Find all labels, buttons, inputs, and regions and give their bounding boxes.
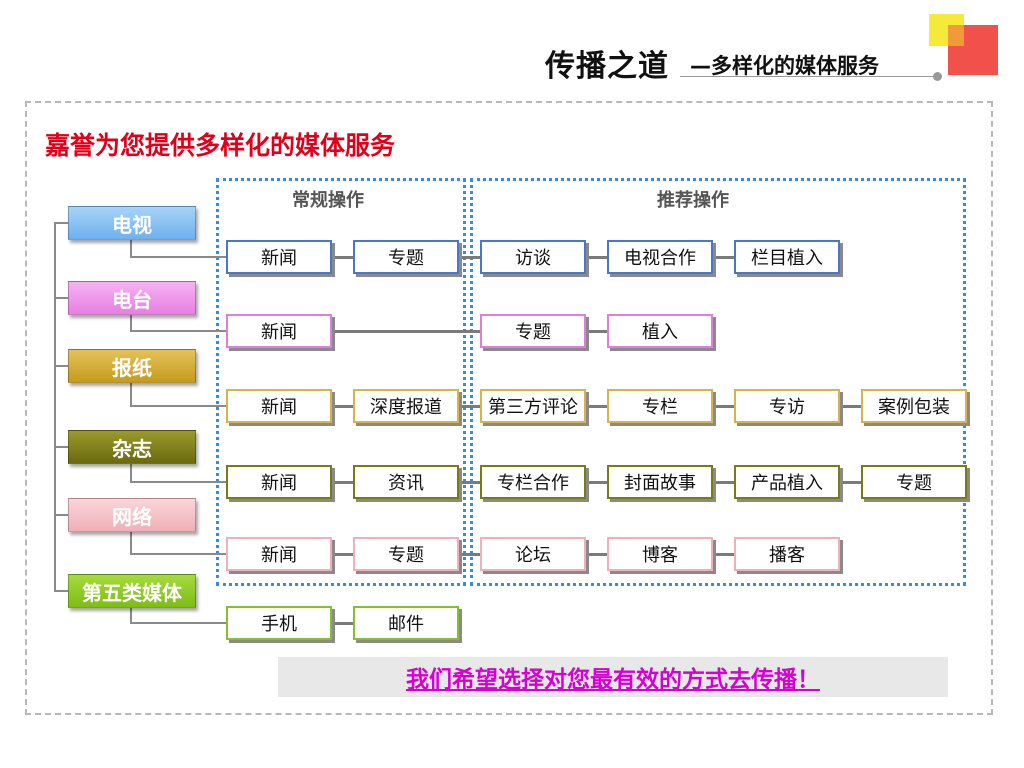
- magazine-item: 产品植入: [734, 465, 840, 499]
- row-radio-connector: [332, 330, 480, 333]
- page-title: 传播之道: [545, 49, 669, 84]
- row-magazine-connector: [586, 481, 607, 484]
- media-radio: 电台: [68, 281, 196, 315]
- title-underline-dot: [933, 72, 942, 81]
- row-paper-connector: [840, 405, 861, 408]
- media-tv: 电视: [68, 206, 196, 240]
- magazine-item: 封面故事: [607, 465, 713, 499]
- magazine-item: 专栏合作: [480, 465, 586, 499]
- newspaper-item: 专访: [734, 389, 840, 423]
- header-decoration-overlap: [948, 25, 964, 46]
- row-network-connector: [586, 553, 607, 556]
- row-paper-connector: [713, 405, 734, 408]
- elbow-network-horizontal: [130, 553, 226, 555]
- newspaper-item: 案例包装: [861, 389, 967, 423]
- elbow-radio-vertical: [130, 314, 132, 332]
- row-magazine-connector: [332, 481, 353, 484]
- tree-branch-paper: [54, 365, 68, 367]
- newspaper-item: 第三方评论: [480, 389, 586, 423]
- footer-message: 我们希望选择对您最有效的方式去传播！: [406, 667, 820, 693]
- elbow-network-vertical: [130, 531, 132, 555]
- media-network: 网络: [68, 498, 196, 532]
- row-tv-connector: [586, 256, 607, 259]
- row-fifth-connector: [332, 622, 353, 625]
- row-paper-connector: [459, 405, 480, 408]
- media-fifth-category: 第五类媒体: [68, 574, 196, 608]
- tv-item: 栏目植入: [734, 240, 840, 274]
- elbow-fifth-horizontal: [130, 622, 226, 624]
- row-network-connector: [332, 553, 353, 556]
- tree-branch-radio: [54, 297, 68, 299]
- section-heading: 嘉誉为您提供多样化的媒体服务: [45, 131, 396, 160]
- newspaper-item: 新闻: [226, 389, 332, 423]
- elbow-radio-horizontal: [130, 330, 226, 332]
- page-subtitle: —多样化的媒体服务: [690, 54, 879, 78]
- row-tv-connector: [332, 256, 353, 259]
- elbow-tv-horizontal: [130, 256, 226, 258]
- regular-operations-frame: [216, 178, 466, 586]
- footer-banner: [278, 657, 948, 697]
- magazine-item: 专题: [861, 465, 967, 499]
- fifth-media-item: 手机: [226, 606, 332, 640]
- row-network-connector: [459, 553, 480, 556]
- network-item: 新闻: [226, 537, 332, 571]
- magazine-item: 新闻: [226, 465, 332, 499]
- tv-item: 专题: [353, 240, 459, 274]
- elbow-magazine-vertical: [130, 463, 132, 483]
- tv-item: 新闻: [226, 240, 332, 274]
- recommended-operations-label: 推荐操作: [657, 190, 729, 211]
- content-frame: [25, 101, 993, 715]
- tv-item: 电视合作: [607, 240, 713, 274]
- radio-item: 植入: [607, 314, 713, 348]
- tree-branch-tv: [54, 222, 68, 224]
- elbow-magazine-horizontal: [130, 481, 226, 483]
- row-radio-connector: [586, 330, 607, 333]
- elbow-paper-vertical: [130, 382, 132, 407]
- row-magazine-connector: [713, 481, 734, 484]
- row-tv-connector: [459, 256, 480, 259]
- regular-operations-label: 常规操作: [292, 190, 364, 211]
- row-network-connector: [713, 553, 734, 556]
- radio-item: 新闻: [226, 314, 332, 348]
- media-magazine: 杂志: [68, 430, 196, 464]
- row-magazine-connector: [459, 481, 480, 484]
- radio-item: 专题: [480, 314, 586, 348]
- row-tv-connector: [713, 256, 734, 259]
- tv-item: 访谈: [480, 240, 586, 274]
- elbow-fifth-vertical: [130, 607, 132, 624]
- title-underline: [680, 76, 936, 77]
- fifth-media-item: 邮件: [353, 606, 459, 640]
- media-newspaper: 报纸: [68, 349, 196, 383]
- row-paper-connector: [586, 405, 607, 408]
- network-item: 博客: [607, 537, 713, 571]
- elbow-tv-vertical: [130, 239, 132, 258]
- tree-trunk-line: [54, 222, 56, 592]
- tree-branch-fifth: [54, 590, 68, 592]
- network-item: 播客: [734, 537, 840, 571]
- newspaper-item: 专栏: [607, 389, 713, 423]
- network-item: 论坛: [480, 537, 586, 571]
- network-item: 专题: [353, 537, 459, 571]
- recommended-operations-frame: [470, 178, 966, 586]
- row-magazine-connector: [840, 481, 861, 484]
- elbow-paper-horizontal: [130, 405, 226, 407]
- tree-branch-network: [54, 514, 68, 516]
- tree-branch-magazine: [54, 446, 68, 448]
- magazine-item: 资讯: [353, 465, 459, 499]
- newspaper-item: 深度报道: [353, 389, 459, 423]
- row-paper-connector: [332, 405, 353, 408]
